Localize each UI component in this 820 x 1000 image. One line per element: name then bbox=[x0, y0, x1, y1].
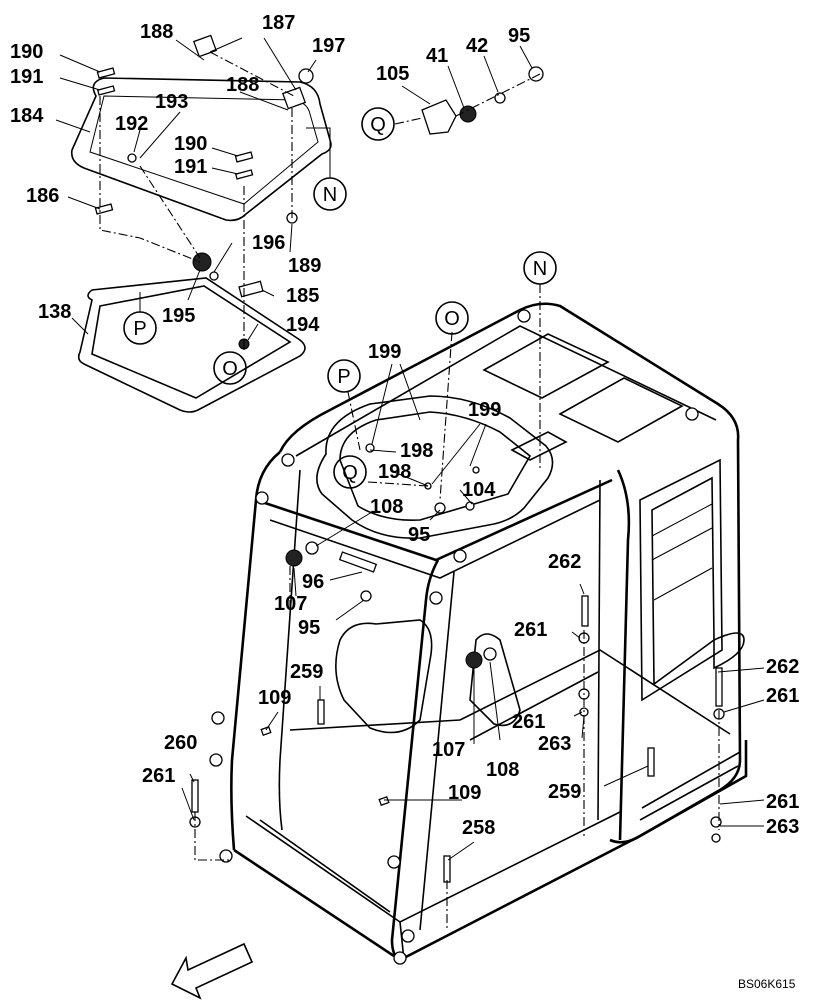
label-190-a: 190 bbox=[10, 41, 43, 63]
label-184: 184 bbox=[10, 105, 44, 127]
label-192: 192 bbox=[115, 113, 148, 135]
label-104: 104 bbox=[462, 479, 496, 501]
callout-p-2: P bbox=[327, 359, 361, 393]
label-261-b: 261 bbox=[766, 685, 799, 707]
svg-text:P: P bbox=[133, 318, 146, 340]
detail-q-parts bbox=[394, 45, 544, 135]
svg-text:O: O bbox=[222, 358, 238, 380]
label-261-e: 261 bbox=[766, 791, 799, 813]
label-259-b: 259 bbox=[548, 781, 581, 803]
callout-o-1: O bbox=[213, 351, 247, 385]
label-193: 193 bbox=[155, 91, 188, 113]
label-199-a: 199 bbox=[368, 341, 401, 363]
label-189: 189 bbox=[288, 255, 321, 277]
label-261-c: 261 bbox=[512, 711, 545, 733]
label-41: 41 bbox=[426, 45, 448, 67]
callout-q-2: Q bbox=[333, 455, 367, 489]
label-196: 196 bbox=[252, 232, 285, 254]
label-263-b: 263 bbox=[766, 816, 799, 838]
label-105: 105 bbox=[376, 63, 409, 85]
label-191-a: 191 bbox=[10, 66, 43, 88]
label-195: 195 bbox=[162, 305, 195, 327]
label-198-a: 198 bbox=[400, 440, 433, 462]
label-258: 258 bbox=[462, 817, 495, 839]
label-186: 186 bbox=[26, 185, 59, 207]
roof-hatch-leader-lines bbox=[55, 37, 331, 350]
label-263-a: 263 bbox=[538, 733, 571, 755]
label-95-b: 95 bbox=[408, 524, 430, 546]
callout-p-1: P bbox=[123, 311, 157, 345]
label-261-a: 261 bbox=[514, 619, 547, 641]
callout-q-1: Q bbox=[361, 107, 395, 141]
label-260: 260 bbox=[164, 732, 197, 754]
svg-text:N: N bbox=[533, 258, 547, 280]
svg-text:Q: Q bbox=[342, 462, 358, 484]
label-138: 138 bbox=[38, 301, 71, 323]
part-number-labels: 190 191 184 188 187 197 188 193 192 190 … bbox=[10, 12, 799, 839]
svg-text:O: O bbox=[444, 308, 460, 330]
label-109-a: 109 bbox=[258, 687, 291, 709]
label-95-c: 95 bbox=[298, 617, 320, 639]
label-185: 185 bbox=[286, 285, 319, 307]
front-direction-arrow bbox=[170, 942, 254, 1000]
label-191-b: 191 bbox=[174, 156, 207, 178]
label-194: 194 bbox=[286, 314, 320, 336]
label-198-b: 198 bbox=[378, 461, 411, 483]
callout-n-1: N bbox=[313, 177, 347, 211]
svg-text:Q: Q bbox=[370, 114, 386, 136]
label-96: 96 bbox=[302, 571, 324, 593]
roof-hatch-small-parts bbox=[94, 34, 314, 350]
label-197: 197 bbox=[312, 35, 345, 57]
cab-leader-lines bbox=[181, 284, 765, 930]
label-188-a: 188 bbox=[140, 21, 173, 43]
label-262-b: 262 bbox=[766, 656, 799, 678]
label-199-b: 199 bbox=[468, 399, 501, 421]
svg-text:N: N bbox=[323, 184, 337, 206]
label-42: 42 bbox=[466, 35, 488, 57]
label-108-a: 108 bbox=[370, 496, 403, 518]
label-109-b: 109 bbox=[448, 782, 481, 804]
label-108-b: 108 bbox=[486, 759, 519, 781]
label-259-a: 259 bbox=[290, 661, 323, 683]
callout-o-2: O bbox=[435, 301, 469, 335]
label-262-a: 262 bbox=[548, 551, 581, 573]
roof-window-seal bbox=[77, 277, 306, 413]
label-107-a: 107 bbox=[274, 593, 307, 615]
label-190-b: 190 bbox=[174, 133, 207, 155]
svg-text:P: P bbox=[337, 366, 350, 388]
label-261-d: 261 bbox=[142, 765, 175, 787]
callout-n-2: N bbox=[523, 251, 557, 285]
drawing-code: BS06K615 bbox=[738, 977, 796, 991]
label-188-b: 188 bbox=[226, 74, 259, 96]
label-107-b: 107 bbox=[432, 739, 465, 761]
label-187: 187 bbox=[262, 12, 295, 34]
label-95-a: 95 bbox=[508, 25, 530, 47]
